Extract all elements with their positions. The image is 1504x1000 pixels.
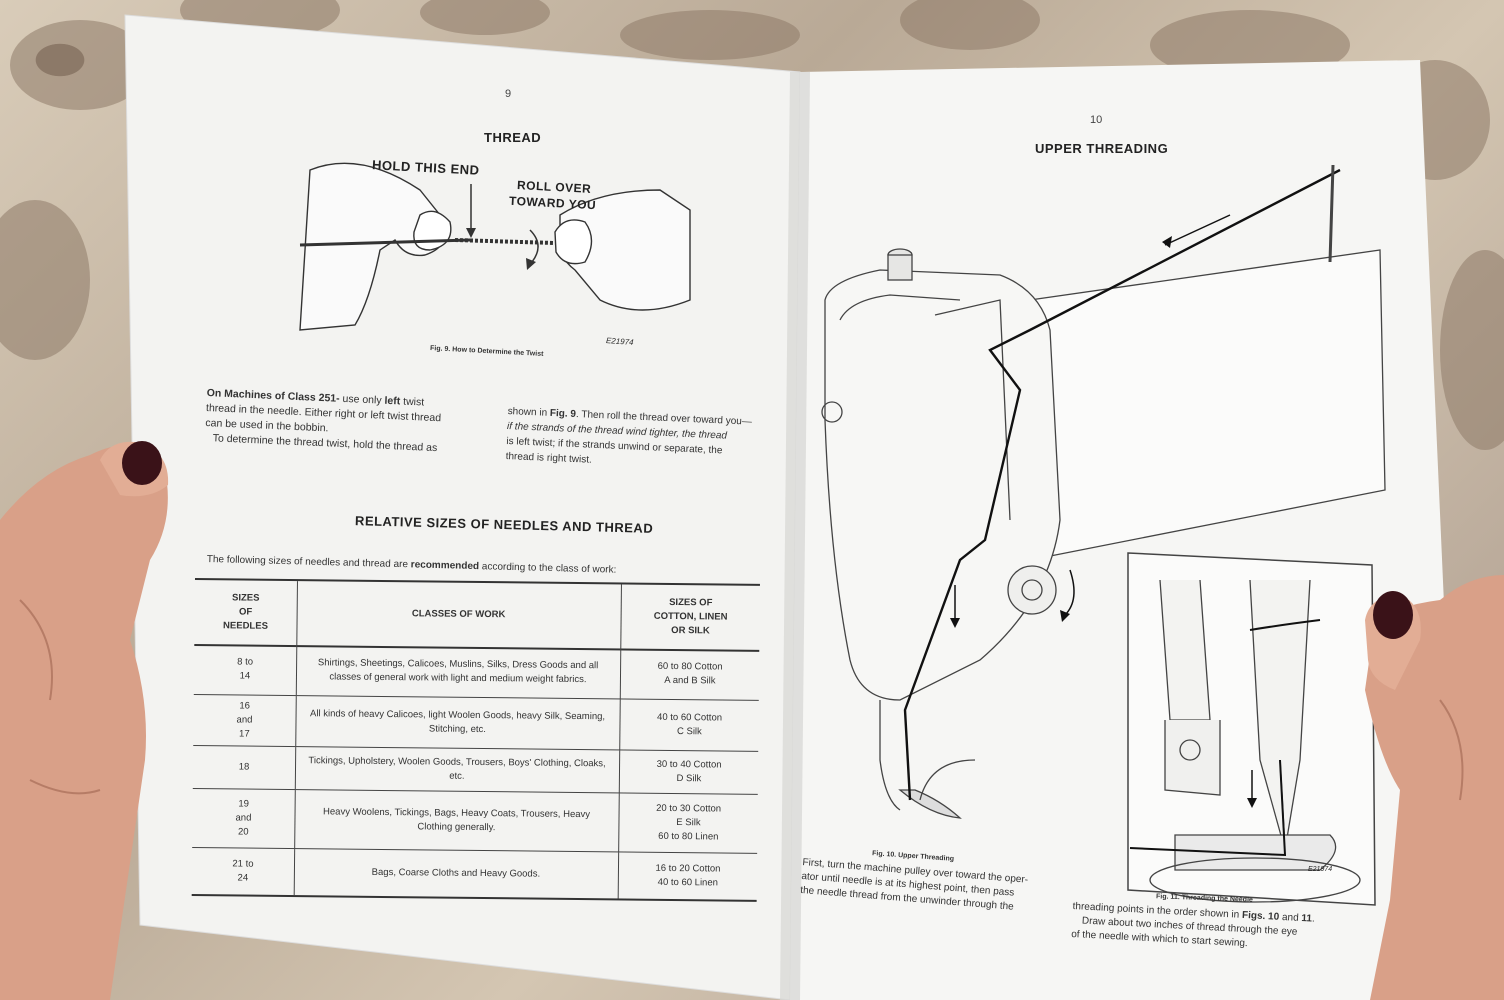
fig11-needle-illustration bbox=[1127, 552, 1376, 906]
left-hand bbox=[0, 441, 169, 1000]
fig10-machine-illustration bbox=[821, 164, 1386, 819]
left-thumbnail bbox=[122, 441, 162, 485]
right-hand bbox=[1365, 575, 1504, 1000]
left-page-heading: THREAD bbox=[484, 130, 542, 145]
right-page-number: 10 bbox=[1090, 114, 1103, 126]
right-page-heading: UPPER THREADING bbox=[1035, 141, 1169, 156]
fig11-code: E21974 bbox=[1308, 866, 1333, 873]
left-page-number: 9 bbox=[505, 88, 512, 100]
fig9-illustration bbox=[299, 162, 691, 331]
right-thumbnail bbox=[1373, 591, 1413, 639]
